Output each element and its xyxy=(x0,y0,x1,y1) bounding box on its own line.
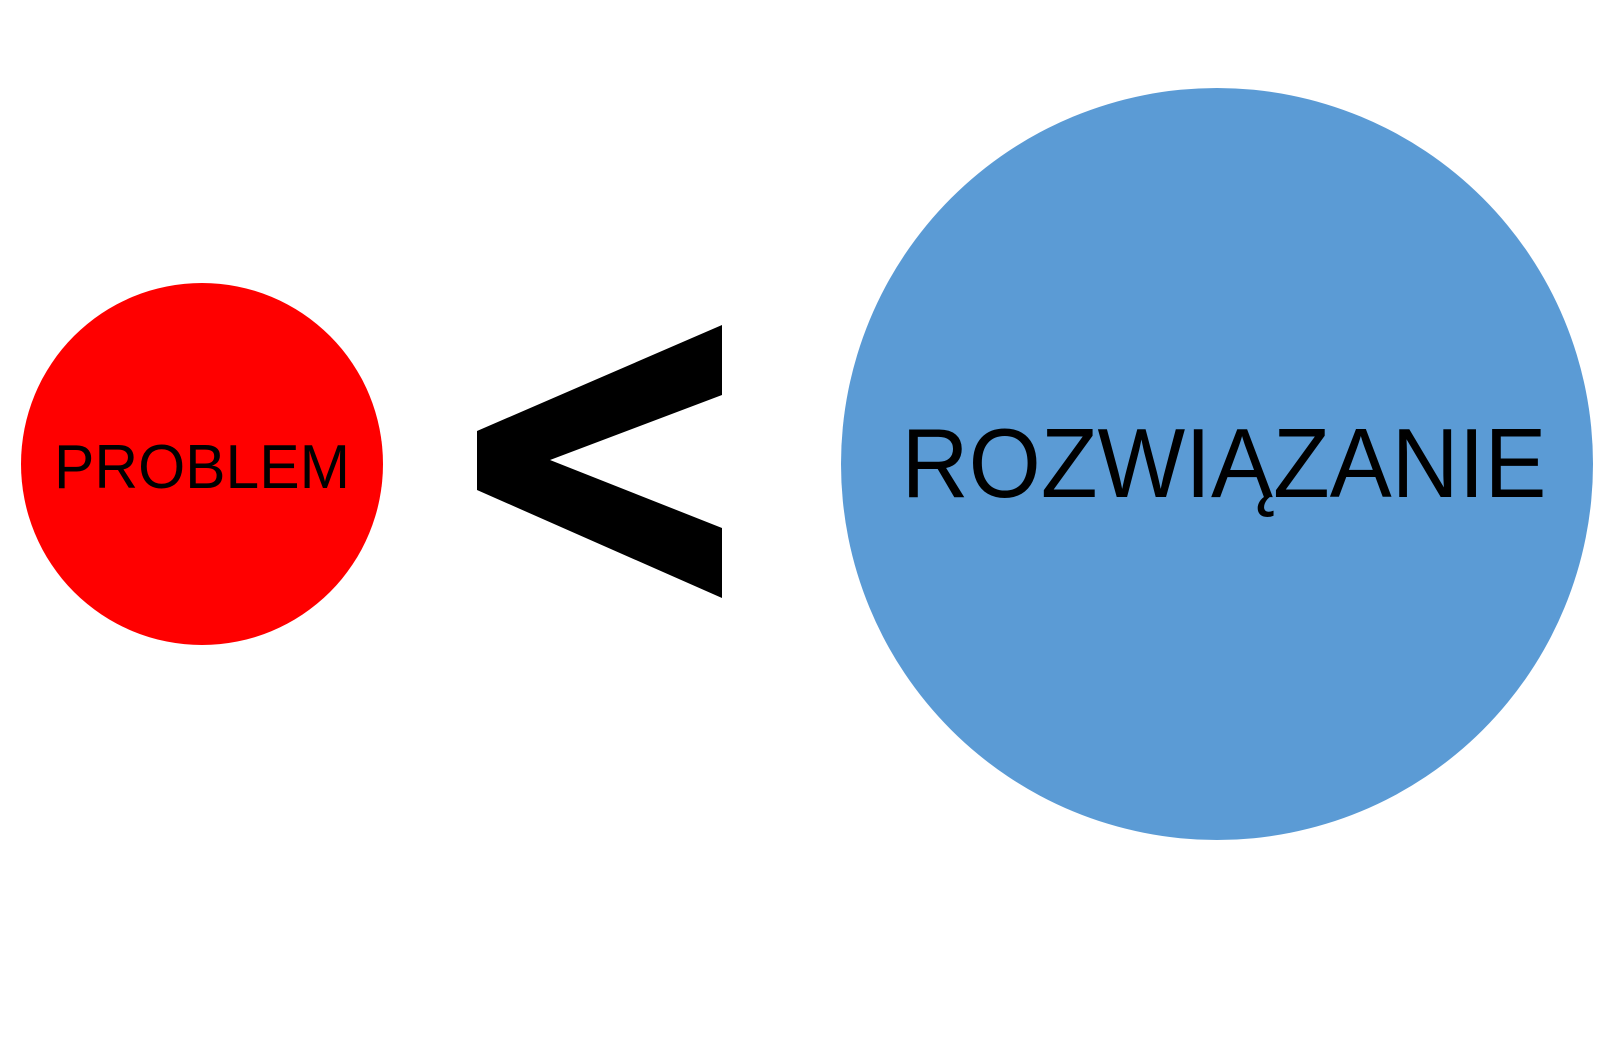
solution-circle xyxy=(841,88,1593,840)
problem-circle xyxy=(21,283,383,645)
solution-label: ROZWIĄZANIE xyxy=(902,408,1547,518)
less-than-symbol xyxy=(477,325,722,598)
problem-label: PROBLEM xyxy=(54,433,350,502)
